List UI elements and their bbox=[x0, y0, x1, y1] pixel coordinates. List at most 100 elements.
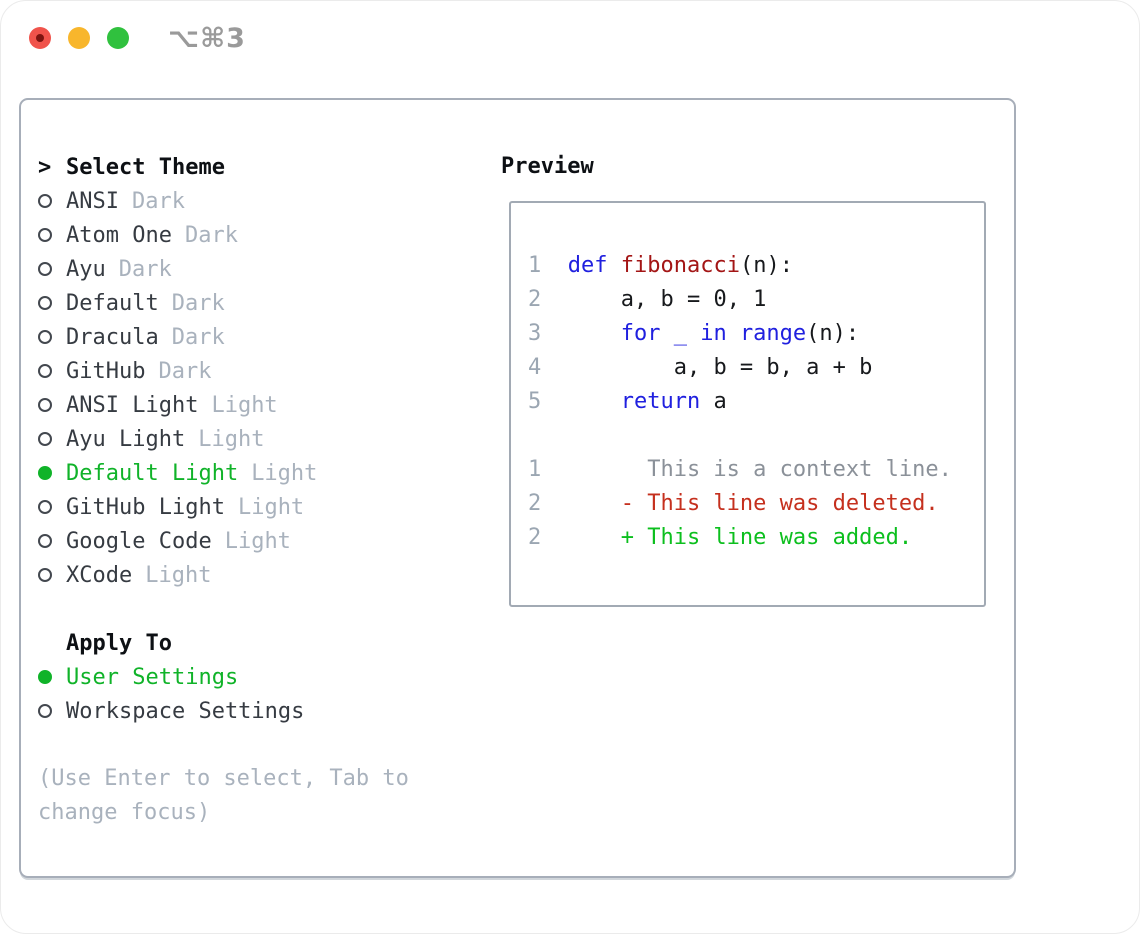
radio-marker bbox=[38, 262, 66, 276]
diff-line-deleted: 2 - This line was deleted. bbox=[528, 487, 984, 521]
radio-icon bbox=[38, 398, 52, 412]
line-number: 2 bbox=[528, 491, 621, 516]
theme-name: ANSI Light bbox=[66, 392, 199, 418]
hint-gap bbox=[38, 728, 493, 762]
radio-icon bbox=[38, 432, 52, 446]
theme-variant: Light bbox=[224, 528, 291, 554]
line-number: 1 bbox=[528, 253, 568, 278]
theme-name: XCode bbox=[66, 562, 133, 588]
theme-name: GitHub bbox=[66, 358, 146, 384]
radio-icon bbox=[38, 568, 52, 582]
maximize-button[interactable] bbox=[107, 27, 129, 49]
code-segment: (n): bbox=[806, 321, 860, 346]
theme-name: Default Light bbox=[66, 460, 239, 486]
theme-option-ayu-light[interactable]: Ayu Light Light bbox=[38, 422, 493, 456]
radio-icon bbox=[38, 330, 52, 344]
theme-variant: Dark bbox=[171, 324, 225, 350]
diff-text: This is a context line. bbox=[620, 457, 952, 482]
theme-variant: Light bbox=[251, 460, 318, 486]
window-titlebar: ⌥⌘3 bbox=[1, 1, 1139, 79]
radio-marker bbox=[38, 704, 66, 718]
theme-variant: Light bbox=[198, 426, 265, 452]
theme-option-ansi-light[interactable]: ANSI Light Light bbox=[38, 388, 493, 422]
theme-option-default[interactable]: Default Dark bbox=[38, 286, 493, 320]
theme-option-atom-one[interactable]: Atom One Dark bbox=[38, 218, 493, 252]
diff-text: + This line was added. bbox=[620, 525, 913, 550]
theme-option-default-light[interactable]: Default Light Light bbox=[38, 456, 493, 490]
radio-icon bbox=[38, 296, 52, 310]
minimize-button[interactable] bbox=[68, 27, 90, 49]
theme-variant: Light bbox=[211, 392, 278, 418]
code-line: 1 def fibonacci(n): bbox=[528, 249, 984, 283]
theme-variant: Dark bbox=[171, 290, 225, 316]
radio-marker bbox=[38, 568, 66, 582]
code-segment: a, b = b, a + b bbox=[567, 355, 873, 380]
code-segment bbox=[568, 389, 621, 414]
radio-marker bbox=[38, 194, 66, 208]
theme-name: Google Code bbox=[66, 528, 212, 554]
theme-variant: Dark bbox=[131, 188, 185, 214]
apply-to-title: Apply To bbox=[66, 630, 172, 656]
theme-option-google-code[interactable]: Google Code Light bbox=[38, 524, 493, 558]
theme-name: GitHub Light bbox=[66, 494, 225, 520]
code-line: 4 a, b = b, a + b bbox=[528, 351, 984, 385]
hint-line-1: (Use Enter to select, Tab to bbox=[38, 766, 409, 791]
window-title: ⌥⌘3 bbox=[168, 23, 246, 54]
line-number: 1 bbox=[528, 457, 621, 482]
theme-option-github[interactable]: GitHub Dark bbox=[38, 354, 493, 388]
apply-to-header: Apply To bbox=[38, 626, 493, 660]
code-segment: a, b = 0, 1 bbox=[567, 287, 767, 312]
radio-marker bbox=[38, 432, 66, 446]
select-theme-title: Select Theme bbox=[66, 154, 225, 180]
radio-selected-icon bbox=[38, 670, 52, 684]
diff-line-context: 1 This is a context line. bbox=[528, 453, 984, 487]
keyboard-hint: (Use Enter to select, Tab to change focu… bbox=[38, 762, 493, 830]
code-preview: 1 def fibonacci(n):2 a, b = 0, 1 3 for _ … bbox=[528, 249, 984, 419]
apply-option-workspace-settings[interactable]: Workspace Settings bbox=[38, 694, 493, 728]
theme-name: Default bbox=[66, 290, 159, 316]
radio-marker bbox=[38, 398, 66, 412]
apply-option-label: User Settings bbox=[66, 664, 239, 690]
code-line: 5 return a bbox=[528, 385, 984, 419]
theme-name: Atom One bbox=[66, 222, 172, 248]
preview-title: Preview bbox=[501, 154, 594, 179]
radio-icon bbox=[38, 364, 52, 378]
code-segment: for _ in range bbox=[620, 321, 807, 346]
code-segment: def bbox=[567, 253, 608, 278]
radio-icon bbox=[38, 228, 52, 242]
code-segment: a bbox=[700, 389, 727, 414]
radio-marker bbox=[38, 228, 66, 242]
radio-icon bbox=[38, 500, 52, 514]
close-button[interactable] bbox=[29, 27, 51, 49]
diff-text: - This line was deleted. bbox=[620, 491, 939, 516]
prompt-icon: > bbox=[38, 154, 52, 180]
theme-variant: Dark bbox=[158, 358, 212, 384]
code-segment: return bbox=[620, 389, 701, 414]
theme-option-ayu[interactable]: Ayu Dark bbox=[38, 252, 493, 286]
hint-line-2: change focus) bbox=[38, 800, 211, 825]
theme-name: Ayu Light bbox=[66, 426, 186, 452]
line-number: 3 bbox=[528, 321, 568, 346]
theme-variant: Dark bbox=[184, 222, 238, 248]
code-segment: (n): bbox=[739, 253, 793, 278]
theme-variant: Dark bbox=[118, 256, 172, 282]
apply-option-user-settings[interactable]: User Settings bbox=[38, 660, 493, 694]
radio-marker bbox=[38, 330, 66, 344]
line-number: 4 bbox=[528, 355, 568, 380]
code-line: 2 a, b = 0, 1 bbox=[528, 283, 984, 317]
radio-icon bbox=[38, 704, 52, 718]
theme-name: Ayu bbox=[66, 256, 106, 282]
radio-marker bbox=[38, 296, 66, 310]
radio-marker bbox=[38, 364, 66, 378]
diff-preview: 1 This is a context line.2 - This line w… bbox=[528, 453, 984, 555]
radio-icon bbox=[38, 262, 52, 276]
